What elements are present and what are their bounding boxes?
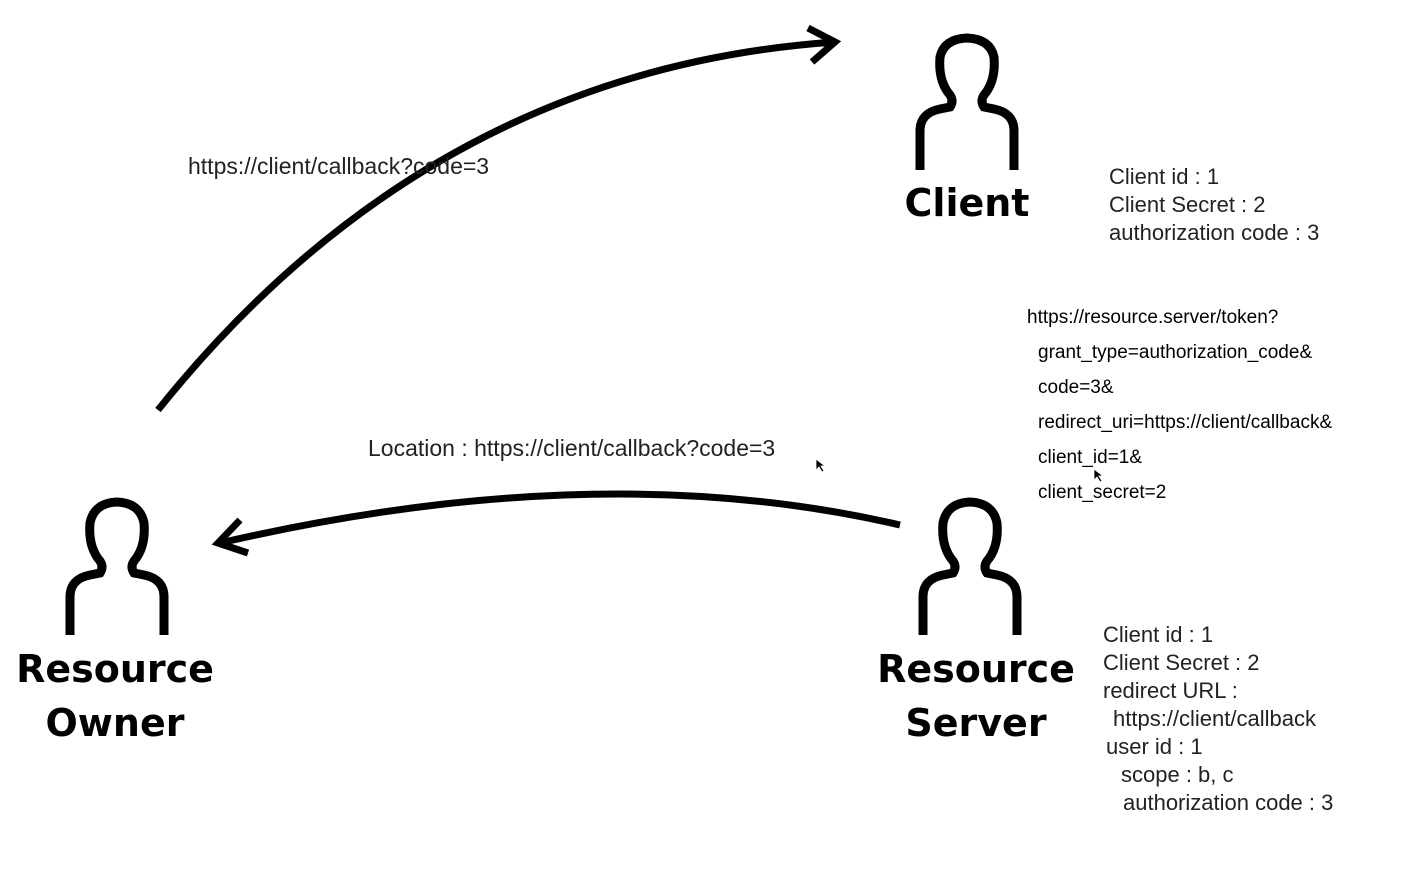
client-info-note: Client id : 1 Client Secret : 2 authoriz… [1109,163,1319,247]
arrowhead-owner [211,517,250,557]
client-info-line: Client Secret : 2 [1109,192,1266,217]
client-info-line: Client id : 1 [1109,164,1220,189]
token-request-param: redirect_uri=https://client/callback& [1038,412,1333,433]
server-info-line: scope : b, c [1121,762,1234,787]
token-request: https://resource.server/token? grant_typ… [1027,300,1332,510]
mouse-cursor-icon [1093,468,1105,483]
resource-server-label-line1: Resource [877,647,1075,691]
client-info-line: authorization code : 3 [1109,220,1320,245]
resource-owner-label-line1: Resource [16,647,214,691]
client-person-icon [912,33,1022,173]
token-request-param: grant_type=authorization_code& [1038,342,1313,363]
arrowhead-client [806,24,842,65]
owner-to-client-label: https://client/callback?code=3 [188,153,490,179]
arrow-owner-to-client [155,38,836,413]
mouse-cursor-icon [815,458,827,473]
server-info-line: Client id : 1 [1103,622,1214,647]
resource-owner-label: Resource Owner [15,642,215,750]
arrow-server-to-owner [219,490,901,547]
server-to-owner-label: Location : https://client/callback?code=… [368,435,776,461]
resource-owner-label-line2: Owner [45,701,185,745]
token-request-url: https://resource.server/token? [1027,307,1279,328]
server-info-line: authorization code : 3 [1123,790,1334,815]
server-info-line: Client Secret : 2 [1103,650,1260,675]
token-request-param: code=3& [1038,377,1114,398]
resource-owner-person-icon [62,497,172,637]
server-info-line: https://client/callback [1113,706,1316,731]
resource-server-label-line2: Server [905,701,1047,745]
token-request-param: client_secret=2 [1038,482,1167,503]
client-label: Client [904,181,1030,225]
token-request-param: client_id=1& [1038,447,1143,468]
server-info-line: user id : 1 [1106,734,1203,759]
server-info-note: Client id : 1 Client Secret : 2 redirect… [1103,621,1333,817]
resource-server-person-icon [915,497,1025,637]
resource-server-label: Resource Server [876,642,1076,750]
server-info-line: redirect URL : [1103,678,1238,703]
